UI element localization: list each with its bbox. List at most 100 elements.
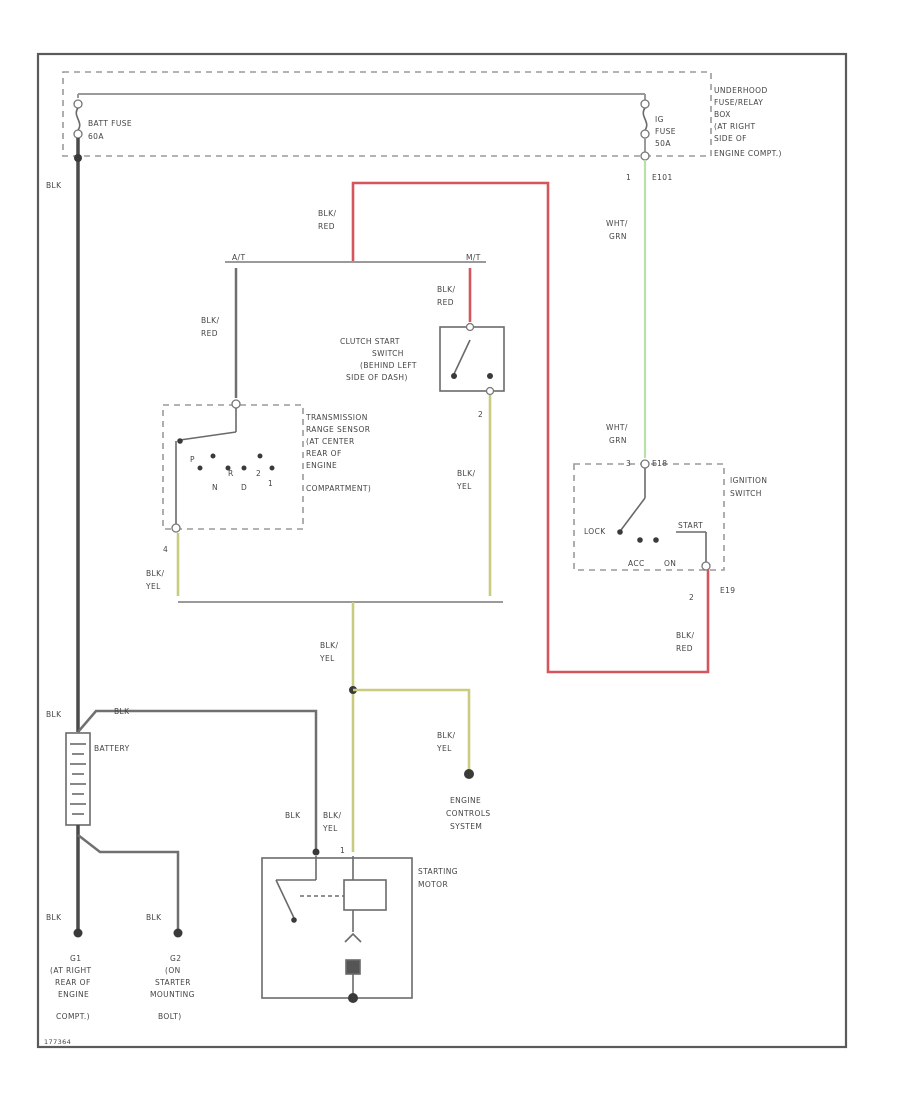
trans-sensor-label-3: (AT CENTER <box>306 437 355 446</box>
battery <box>65 732 91 826</box>
wht-grn-lower-label-2: GRN <box>609 436 627 445</box>
starting-motor-label-2: MOTOR <box>418 880 448 889</box>
at-label: A/T <box>232 253 245 262</box>
batt-fuse-label: BATT FUSE <box>88 119 132 128</box>
trans-sensor-label-6: COMPARTMENT) <box>306 484 371 493</box>
blk-batt-top-label: BLK <box>114 707 130 716</box>
ignition-switch-label-2: SWITCH <box>730 489 762 498</box>
diagram-frame <box>36 52 848 1049</box>
ground-g2-terminal <box>173 928 183 938</box>
engine-controls-terminal <box>464 769 474 779</box>
trans-pos-2: 2 <box>256 469 261 478</box>
ig-fuse-label-3: 50A <box>655 139 671 148</box>
blk-yel-center-label-1: BLK/ <box>320 641 338 650</box>
blk-red-ign-label-1: BLK/ <box>676 631 694 640</box>
clutch-switch-label-1: CLUTCH START <box>340 337 400 346</box>
blk-yel-center-label-2: YEL <box>319 654 335 663</box>
g1-label-3: REAR OF <box>55 978 91 987</box>
trans-sensor-label-5: ENGINE <box>306 461 337 470</box>
g1-label-5: COMPT.) <box>56 1012 90 1021</box>
blk-red-at-label-1: BLK/ <box>201 316 219 325</box>
blk-batt-label: BLK <box>46 710 62 719</box>
blk-red-mt-label-2: RED <box>437 298 454 307</box>
blk-ground-g2-wire <box>77 834 180 930</box>
blk-red-ign-label-2: RED <box>676 644 693 653</box>
blk-yel-starter-label-1: BLK/ <box>323 811 341 820</box>
blk-yel-starter-label-2: YEL <box>322 824 338 833</box>
ign-start-label: START <box>678 521 703 530</box>
trans-pos-n: N <box>212 483 218 492</box>
ign-pin-top: 3 <box>626 459 631 468</box>
ignition-switch-label-1: IGNITION <box>730 476 767 485</box>
starter-ground-terminal <box>348 993 358 1003</box>
blk-starter-label: BLK <box>285 811 301 820</box>
g1-label-4: ENGINE <box>58 990 89 999</box>
underhood-fuse-box-outline <box>62 71 712 157</box>
clutch-start-switch <box>439 322 505 396</box>
blk-red-at-label-2: RED <box>201 329 218 338</box>
g2-label-5: BOLT) <box>158 1012 182 1021</box>
starter-pin-label: 1 <box>340 846 345 855</box>
wht-grn-top-label-1: WHT/ <box>606 219 628 228</box>
transmission-range-sensor <box>162 399 304 533</box>
connector-e101: E101 <box>652 173 673 182</box>
engine-controls-label-3: SYSTEM <box>450 822 482 831</box>
underhood-box-label-6: ENGINE COMPT.) <box>714 149 782 158</box>
batt-fuse-amp: 60A <box>88 132 104 141</box>
blk-yel-mid-label-2: YEL <box>456 482 472 491</box>
ign-lock-label: LOCK <box>584 527 606 536</box>
ig-fuse-label-1: IG <box>655 115 664 124</box>
g1-label-2: (AT RIGHT <box>50 966 92 975</box>
blk-left-label: BLK <box>46 181 62 190</box>
underhood-box-label-3: BOX <box>714 110 731 119</box>
starting-motor <box>261 856 413 999</box>
clutch-pin-label: 2 <box>478 410 483 419</box>
blk-yel-ecs-label-1: BLK/ <box>437 731 455 740</box>
trans-pos-1: 1 <box>268 479 273 488</box>
blk-g2-label: BLK <box>146 913 162 922</box>
battery-label: BATTERY <box>94 744 130 753</box>
g2-label-4: MOUNTING <box>150 990 195 999</box>
blk-yel-left-label-2: YEL <box>145 582 161 591</box>
starter-terminal-b <box>312 848 320 856</box>
trans-pos-p: P <box>190 455 195 464</box>
underhood-box-label-1: UNDERHOOD <box>714 86 768 95</box>
underhood-box-label-2: FUSE/RELAY <box>714 98 763 107</box>
ignition-switch <box>573 459 725 571</box>
clutch-switch-label-3: (BEHIND LEFT <box>360 361 417 370</box>
trans-sensor-label-2: RANGE SENSOR <box>306 425 370 434</box>
ign-on-label: ON <box>664 559 676 568</box>
connector-e18: E18 <box>652 459 667 468</box>
batt-fuse <box>73 94 83 139</box>
trans-pin-label: 4 <box>163 545 168 554</box>
blk-yel-mid-label-1: BLK/ <box>457 469 475 478</box>
trans-pos-r: R <box>228 469 234 478</box>
splice-fuse-box <box>74 154 82 162</box>
clutch-switch-label-4: SIDE OF DASH) <box>346 373 408 382</box>
blk-red-top-label-1: BLK/ <box>318 209 336 218</box>
wht-grn-top-label-2: GRN <box>609 232 627 241</box>
ign-acc-label: ACC <box>628 559 645 568</box>
connector-e19: E19 <box>720 586 735 595</box>
mt-label: M/T <box>466 253 481 262</box>
underhood-box-label-5: SIDE OF <box>714 134 747 143</box>
ign-pin-bottom: 2 <box>689 593 694 602</box>
blk-red-top-wire <box>351 181 710 674</box>
ground-g1-terminal <box>73 928 83 938</box>
trans-sensor-label-4: REAR OF <box>306 449 342 458</box>
blk-yel-left-label-1: BLK/ <box>146 569 164 578</box>
connector-e101-pin: 1 <box>626 173 631 182</box>
trans-sensor-label-1: TRANSMISSION <box>305 413 368 422</box>
blk-red-top-label-2: RED <box>318 222 335 231</box>
blk-yel-ecs-wire <box>353 688 471 772</box>
blk-red-mt-label-1: BLK/ <box>437 285 455 294</box>
footer-code: 177364 <box>44 1038 71 1046</box>
g1-label-1: G1 <box>70 954 81 963</box>
g2-label-3: STARTER <box>155 978 191 987</box>
clutch-switch-label-2: SWITCH <box>372 349 404 358</box>
starting-motor-label-1: STARTING <box>418 867 458 876</box>
engine-controls-label-2: CONTROLS <box>446 809 491 818</box>
g2-label-1: G2 <box>170 954 181 963</box>
blk-g1-label: BLK <box>46 913 62 922</box>
